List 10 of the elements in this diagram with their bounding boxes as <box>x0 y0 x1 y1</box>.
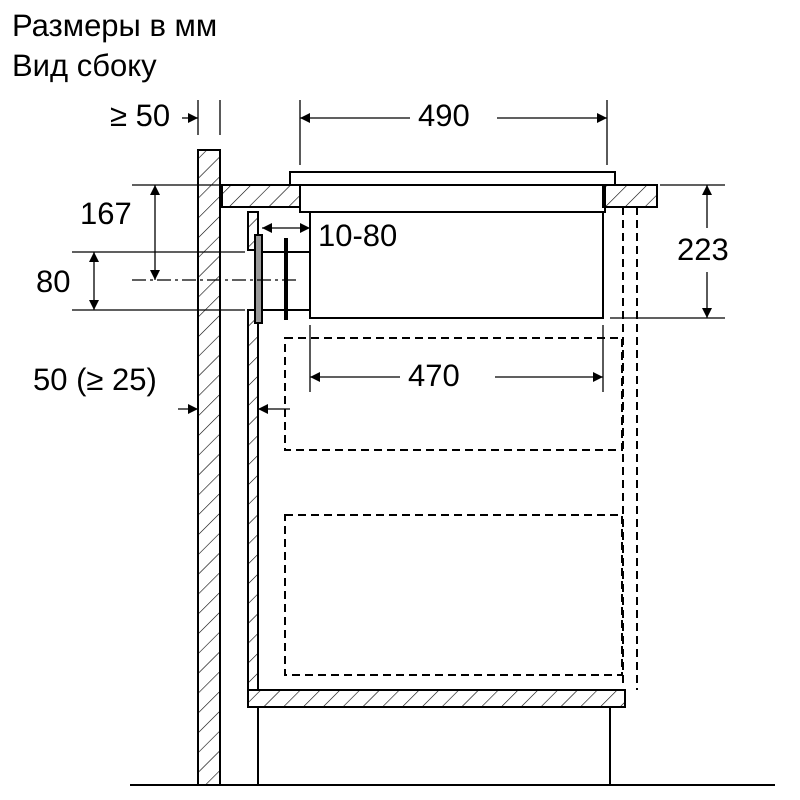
dimension-label: 223 <box>677 232 729 268</box>
dimension-label: 470 <box>408 358 460 394</box>
dimension-label: 10-80 <box>318 218 398 254</box>
view-label: Вид сбоку <box>12 48 157 84</box>
dimension-label: 490 <box>418 98 470 134</box>
dimension-label: 167 <box>80 196 132 232</box>
dimension-label: 50 (≥ 25) <box>33 362 157 398</box>
title: Размеры в мм <box>12 8 218 44</box>
dimension-label: 80 <box>36 264 70 300</box>
dimension-label: ≥ 50 <box>110 98 170 134</box>
